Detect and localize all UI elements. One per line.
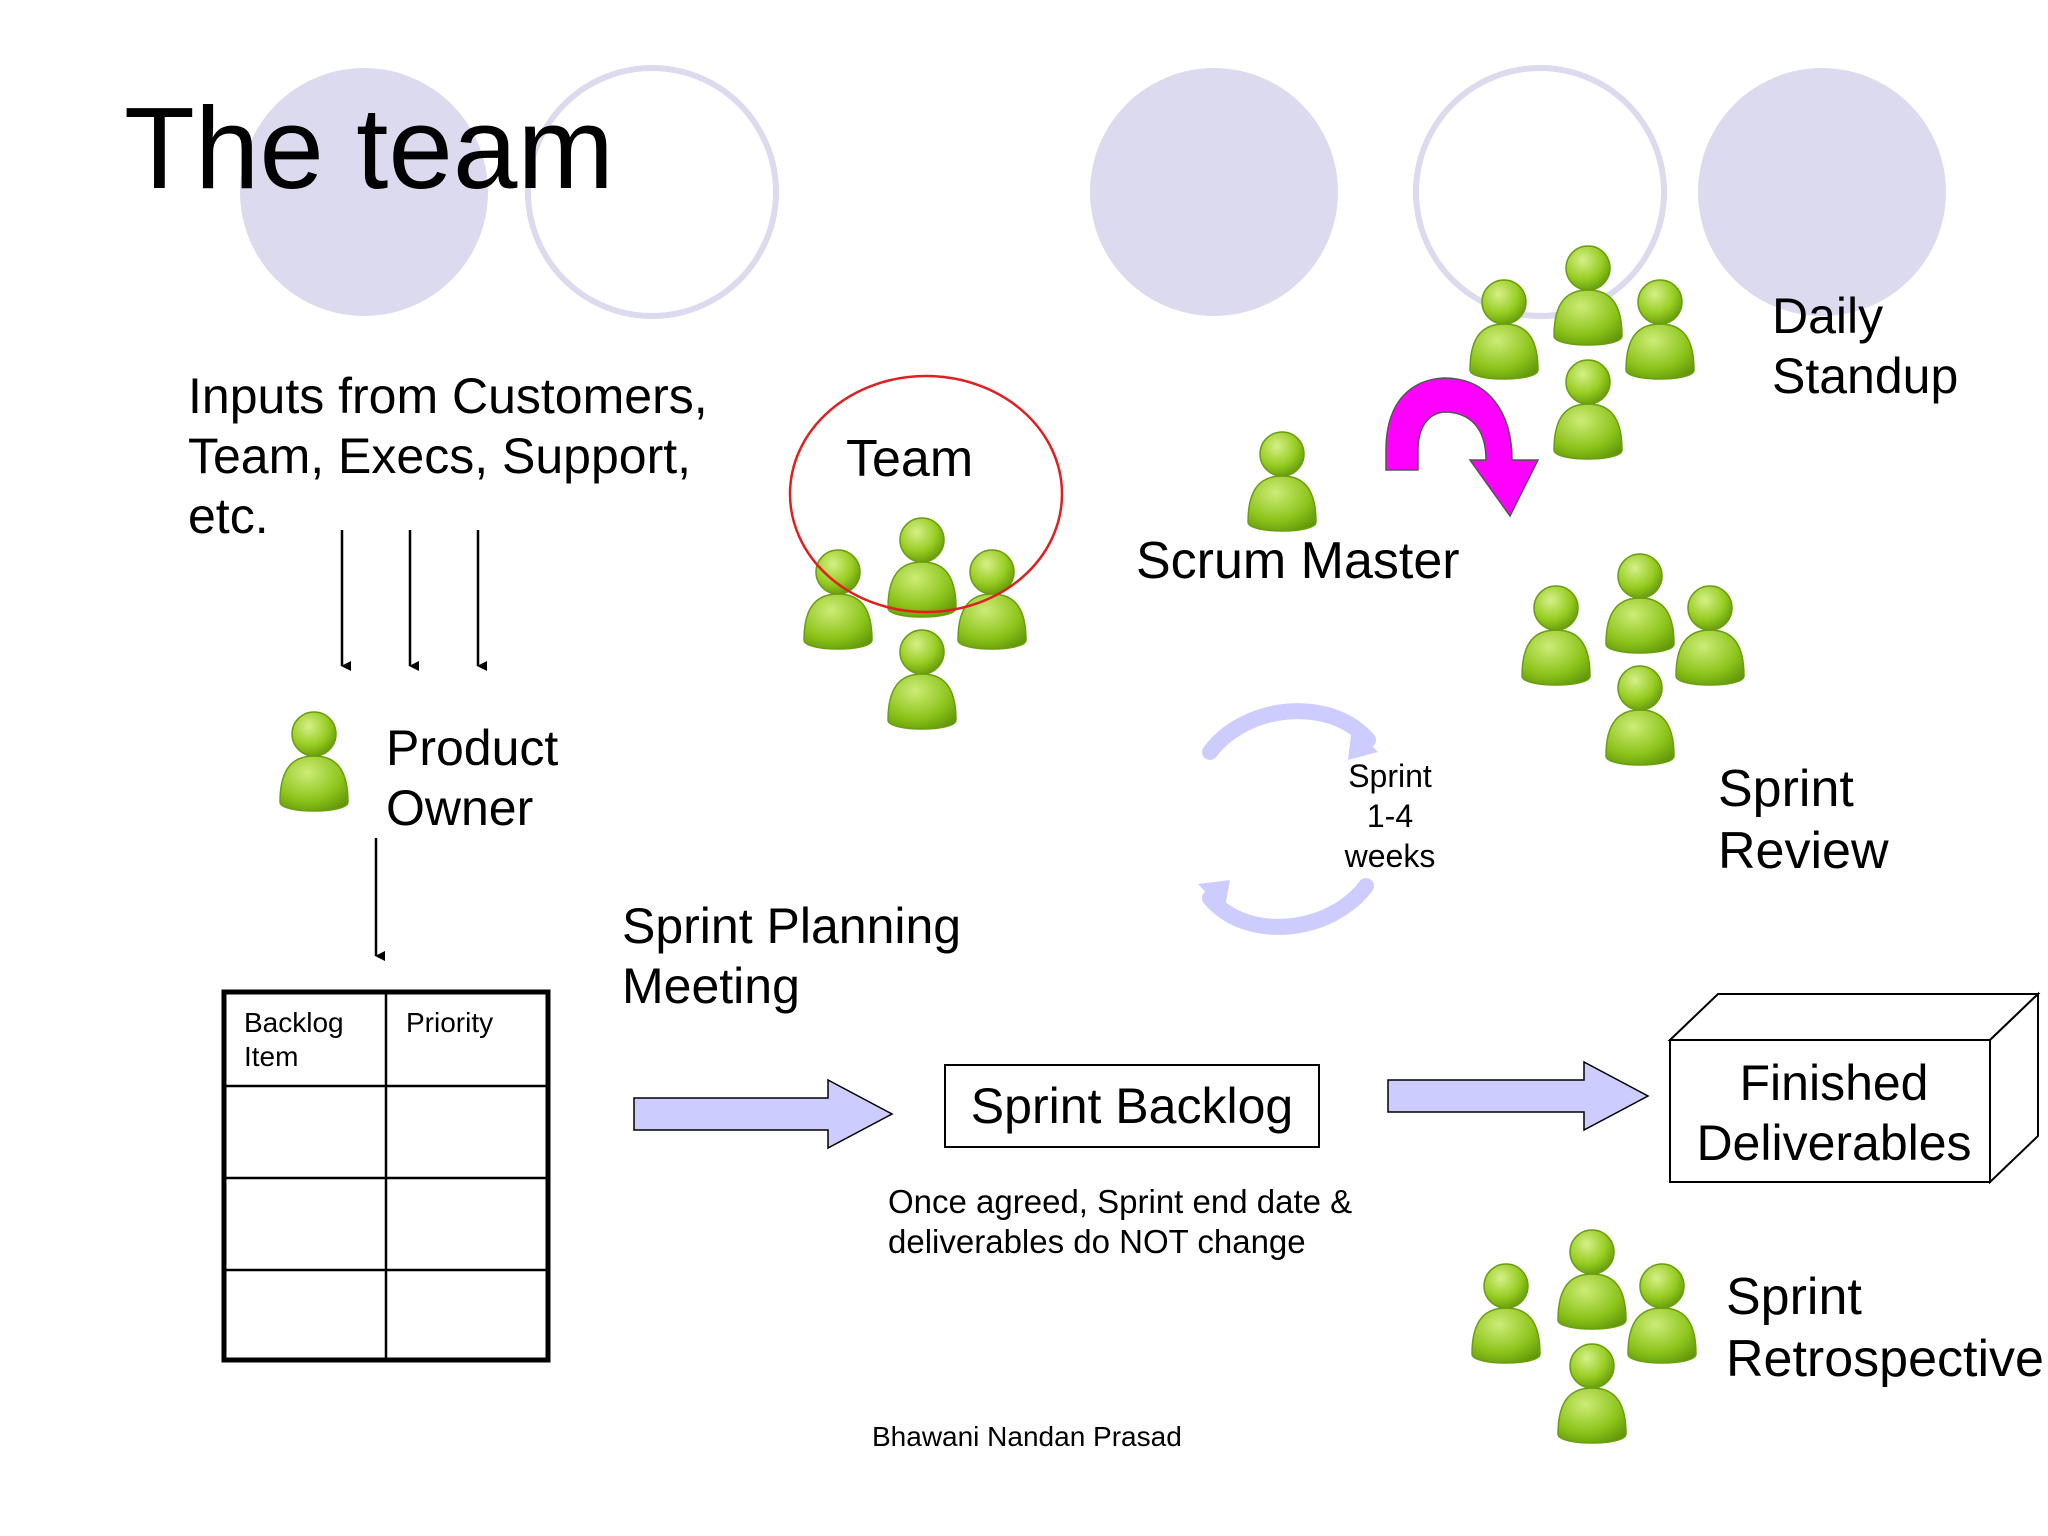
box-top-face <box>1667 993 2041 1041</box>
finished-deliverables-line: Finished <box>1739 1055 1929 1111</box>
deliverables-box <box>1667 991 2041 1185</box>
sprint-review-line: Review <box>1718 822 1889 881</box>
product-owner-label: Product Owner <box>386 718 558 838</box>
sprint-planning-line: Meeting <box>622 958 800 1014</box>
person-icon <box>1469 279 1539 380</box>
person-icon <box>1605 665 1675 766</box>
product-owner-person-icon <box>279 711 349 812</box>
sprint-retrospective-group <box>1471 1229 1697 1444</box>
sprint-retrospective-line: Retrospective <box>1726 1330 2044 1389</box>
daily-standup-line: Standup <box>1772 348 1959 404</box>
inputs-line: etc. <box>188 488 269 544</box>
inputs-label: Inputs from Customers, Team, Execs, Supp… <box>188 366 708 546</box>
person-icon <box>1553 359 1623 460</box>
box-front-face <box>1669 1039 1991 1183</box>
sprint-review-line: Sprint <box>1718 760 1854 818</box>
sprint-retrospective-label: Sprint Retrospective <box>1726 1266 2044 1391</box>
person-icon <box>1605 553 1675 654</box>
person-icon <box>957 549 1027 650</box>
person-icon <box>887 517 957 618</box>
block-arrow-to-deliverables <box>1387 1060 1650 1132</box>
page-title: The team <box>124 83 614 213</box>
author-footer: Bhawani Nandan Prasad <box>872 1421 1182 1452</box>
finished-deliverables-label: Finished Deliverables <box>1672 1042 1996 1184</box>
sprint-cycle-line: Sprint <box>1348 758 1432 794</box>
daily-standup-label: Daily Standup <box>1772 286 1958 406</box>
backlog-header-item: Backlog Item <box>244 1007 344 1072</box>
input-arrows <box>340 530 487 671</box>
person-icon <box>1557 1229 1627 1330</box>
decor-circle-filled <box>1698 68 1946 316</box>
sprint-cycle-line: weeks <box>1344 838 1436 874</box>
person-icon <box>803 549 873 650</box>
inputs-line: Team, Execs, Support, <box>188 428 692 484</box>
decor-circle-outline <box>1413 65 1667 319</box>
person-icon <box>1521 585 1591 686</box>
sprint-note-line: deliverables do NOT change <box>888 1222 1306 1260</box>
cycle-arrowhead <box>1348 726 1378 760</box>
person-icon <box>1627 1263 1697 1364</box>
person-icon <box>1675 585 1745 686</box>
sprint-review-group <box>1521 553 1745 766</box>
decor-circle-filled <box>240 68 488 316</box>
inputs-line: Inputs from Customers, <box>188 368 708 424</box>
backlog-header-priority: Priority <box>406 1007 494 1038</box>
sprint-note: Once agreed, Sprint end date & deliverab… <box>888 1182 1352 1261</box>
scrum-master-person-icon <box>1247 431 1317 532</box>
finished-deliverables-line: Deliverables <box>1696 1115 1972 1171</box>
product-owner-line: Owner <box>386 780 534 836</box>
scrum-master-label: Scrum Master <box>1136 532 1460 590</box>
daily-standup-line: Daily <box>1772 288 1884 344</box>
person-icon <box>1557 1343 1627 1444</box>
sprint-planning-line: Sprint Planning <box>622 898 962 954</box>
sprint-planning-label: Sprint Planning Meeting <box>622 896 961 1016</box>
cycle-arrowhead <box>1198 880 1230 912</box>
person-icon <box>1471 1263 1541 1364</box>
sprint-backlog-box: Sprint Backlog <box>944 1064 1320 1148</box>
sprint-note-line: Once agreed, Sprint end date & <box>888 1183 1353 1220</box>
team-circle <box>788 374 1064 614</box>
decorative-circles <box>240 65 1946 319</box>
block-arrow-to-sprint-backlog <box>633 1078 894 1150</box>
product-owner-line: Product <box>386 720 559 776</box>
person-icon <box>1625 279 1695 380</box>
decor-circle-filled <box>1090 68 1338 316</box>
team-group <box>788 374 1064 730</box>
decor-circle-outline <box>525 65 779 319</box>
sprint-review-label: Sprint Review <box>1718 758 1889 883</box>
sprint-cycle-line: 1-4 <box>1366 798 1414 834</box>
sprint-cycle-label: Sprint 1-4 weeks <box>1300 756 1480 876</box>
curved-arrow-icon <box>1385 377 1540 518</box>
sprint-retrospective-line: Sprint <box>1726 1268 1862 1326</box>
backlog-table <box>221 989 551 1363</box>
team-label: Team <box>846 430 974 488</box>
person-icon <box>887 629 957 730</box>
